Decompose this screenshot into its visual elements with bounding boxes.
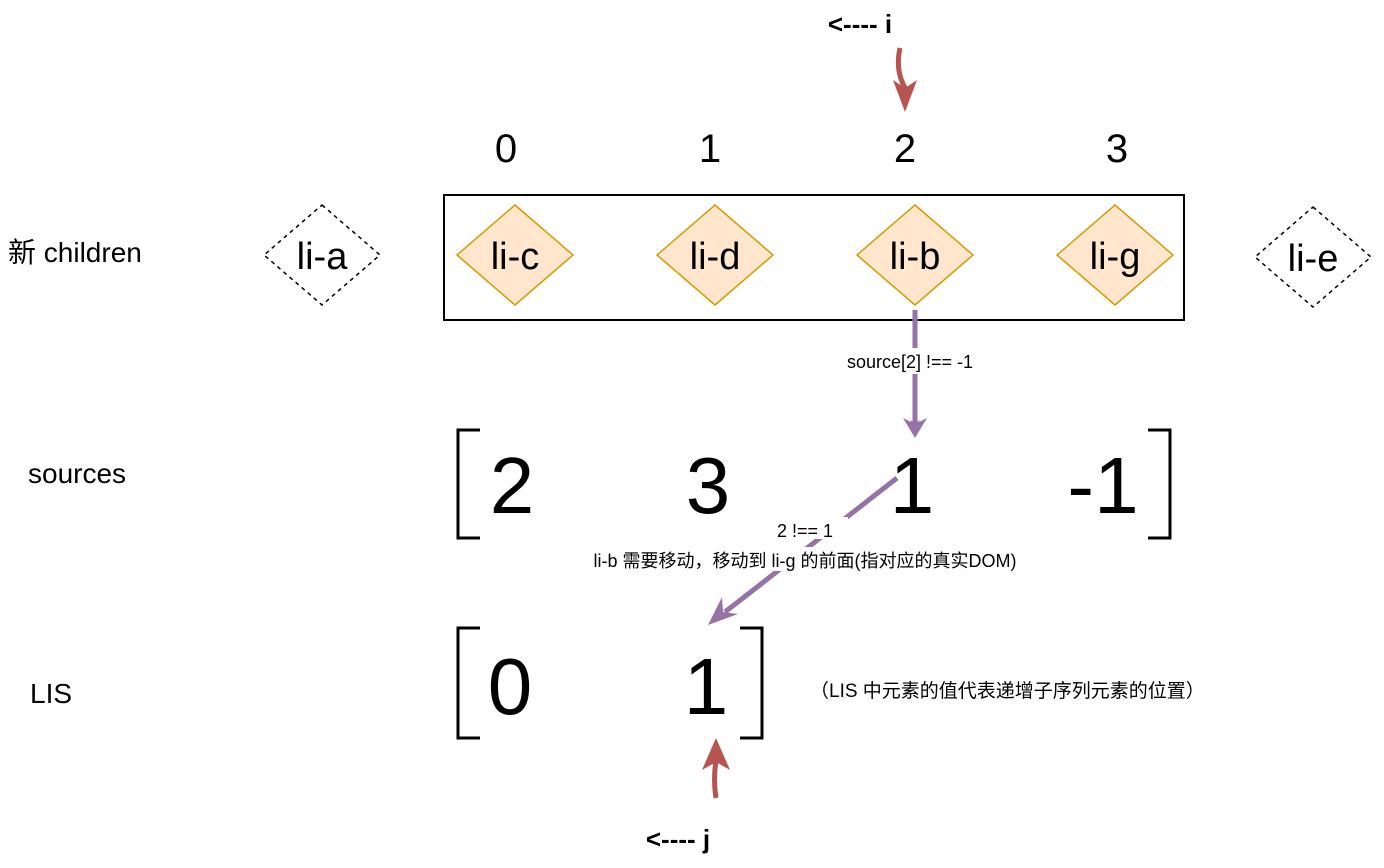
node-li-g: li-g	[1055, 204, 1175, 306]
node-label: li-a	[297, 236, 349, 278]
sources-value: -1	[1067, 441, 1138, 530]
index-1: 1	[699, 127, 721, 171]
sources-value: 1	[890, 441, 935, 530]
index-3: 3	[1106, 127, 1128, 171]
children-window-box	[443, 194, 1185, 321]
node-li-d: li-d	[655, 204, 775, 306]
sources-right-bracket	[1148, 428, 1172, 540]
pointer-j-label: <---- j	[646, 824, 710, 854]
lis-left-bracket	[456, 626, 480, 740]
pointer-j-arrow	[712, 759, 719, 799]
row-label-children: 新 children	[8, 237, 142, 268]
node-label: li-c	[491, 236, 540, 278]
lis-note: （LIS 中元素的值代表递增子序列元素的位置）	[810, 680, 1205, 702]
source-check-label: source[2] !== -1	[847, 352, 973, 372]
node-li-e: li-e	[1253, 206, 1373, 308]
sources-left-bracket	[456, 428, 480, 540]
pointer-j-arrowhead	[702, 738, 730, 770]
index-0: 0	[495, 127, 517, 171]
node-label: li-d	[690, 236, 741, 278]
pointer-i-arrow	[895, 47, 908, 90]
node-label: li-g	[1090, 236, 1141, 278]
move-arrowhead	[708, 597, 738, 625]
label-bg	[825, 348, 995, 374]
compare-label: 2 !== 1	[777, 521, 833, 541]
pointer-i-label: <---- i	[828, 9, 892, 39]
source-check-arrowhead	[903, 418, 927, 438]
label-bg	[520, 547, 1090, 571]
move-arrow	[723, 476, 899, 614]
sources-value: 3	[686, 441, 731, 530]
label-bg	[762, 517, 848, 539]
node-li-a: li-a	[262, 204, 382, 306]
node-li-b: li-b	[855, 204, 975, 306]
sources-value: 2	[490, 441, 535, 530]
node-label: li-b	[890, 236, 941, 278]
row-label-sources: sources	[28, 458, 126, 489]
lis-right-bracket	[740, 626, 764, 740]
move-label: li-b 需要移动，移动到 li-g 的前面(指对应的真实DOM)	[594, 551, 1017, 571]
node-li-c: li-c	[455, 204, 575, 306]
pointer-i-arrowhead	[893, 80, 917, 112]
lis-value: 0	[488, 642, 533, 731]
node-label: li-e	[1288, 238, 1339, 280]
index-2: 2	[894, 127, 916, 171]
row-label-lis: LIS	[30, 678, 72, 709]
lis-value: 1	[684, 642, 729, 731]
